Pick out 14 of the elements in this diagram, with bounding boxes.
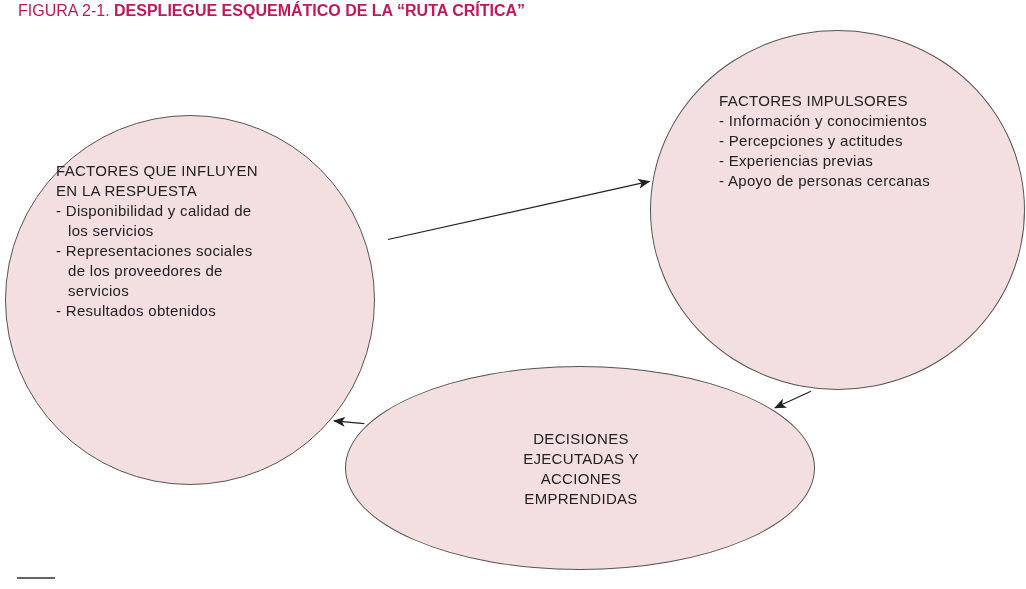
list-item: - Disponibilidad y calidad de los servicios: [56, 201, 253, 241]
node-heading: DECISIONES EJECUTADAS Y ACCIONES EMPRENDIDAS: [522, 429, 640, 509]
list-item: - Resultados obtenidos: [56, 301, 218, 321]
list-item: - Información y conocimientos: [719, 111, 928, 131]
arrow: [387, 178, 651, 241]
list-item: - Experiencias previas: [719, 151, 875, 171]
list-item: - Percepciones y actitudes: [719, 131, 904, 151]
list-item: - Representaciones sociales de los proveedores de servicios: [56, 241, 254, 301]
figure-title: FIGURA 2-1. DESPLIEGUE ESQUEMÁTICO DE LA “RUTA CRÍTICA”: [18, 2, 525, 20]
list-item: - Apoyo de personas cercanas: [719, 171, 932, 191]
node-heading: FACTORES QUE INFLUYEN EN LA RESPUESTA: [56, 161, 259, 201]
arrow: [774, 390, 812, 409]
node-heading: FACTORES IMPULSORES: [719, 91, 909, 111]
arrow: [333, 416, 365, 427]
